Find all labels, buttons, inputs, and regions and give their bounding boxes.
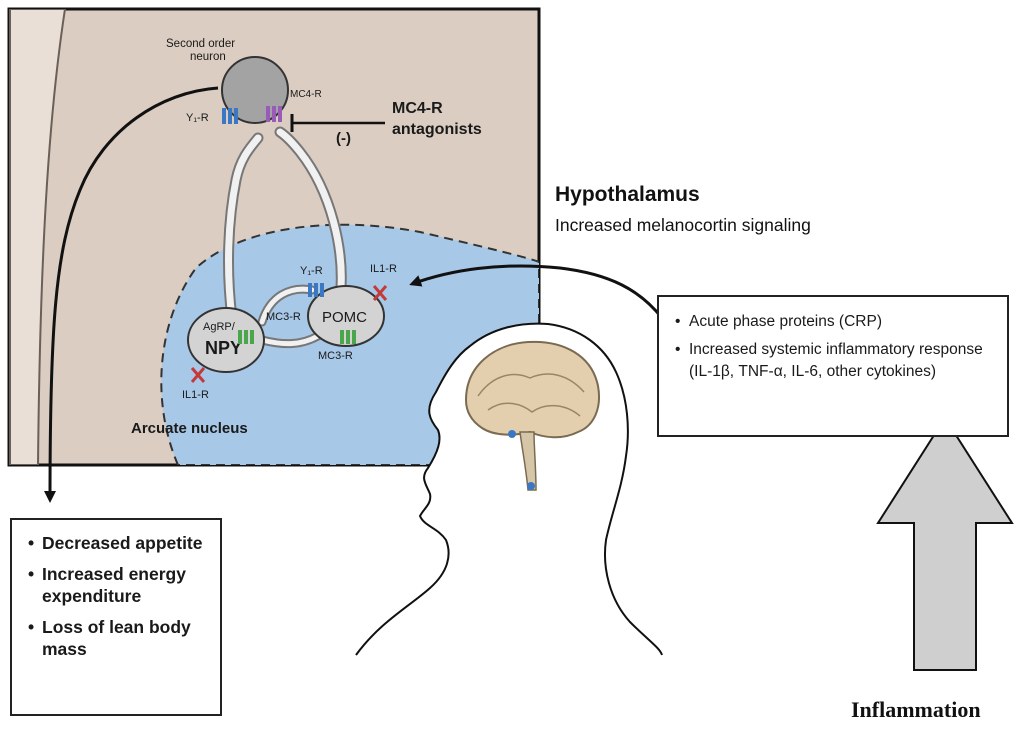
hypothalamus-panel: Second order neuron Y₁-R MC4-R (-) MC4-R…	[7, 7, 541, 467]
inflammation-markers-box: Acute phase proteins (CRP) Increased sys…	[657, 295, 1009, 437]
mc3-receptor-left-icon	[238, 330, 254, 344]
effects-box: Decreased appetite Increased energy expe…	[10, 518, 222, 716]
ventricle-wall	[9, 9, 67, 465]
output-arrow	[44, 86, 219, 503]
il1-receptor-pomc-label: IL1-R	[370, 263, 397, 275]
hypothalamus-title: Hypothalamus	[555, 183, 700, 206]
y1-receptor-pomc-label: Y₁-R	[300, 265, 323, 277]
inflammation-item: Increased systemic inflammatory response…	[673, 339, 997, 383]
axon-pomc-core	[276, 128, 345, 304]
mc4r-antagonists-label-line2: antagonists	[392, 121, 482, 138]
pomc-neuron	[307, 285, 385, 347]
y1-receptor-pomc-icon	[308, 283, 324, 297]
mc3-receptor-bottom-label: MC3-R	[318, 350, 353, 362]
brainstem-marker	[527, 482, 535, 490]
y1-receptor-icon	[222, 108, 238, 124]
effect-item: Increased energy expenditure	[26, 563, 210, 607]
inhibition-sign: (-)	[336, 130, 351, 147]
mc4-receptor-icon	[266, 106, 282, 122]
y1-receptor-label: Y₁-R	[186, 112, 209, 124]
hypothalamus-marker	[508, 430, 516, 438]
axon-npy-to-pomc-core	[259, 286, 315, 325]
il1-receptor-npy-icon	[190, 367, 206, 383]
pomc-label: POMC	[322, 309, 367, 326]
agrp-npy-neuron	[187, 307, 265, 373]
head-silhouette	[355, 322, 663, 656]
inflammation-up-arrow	[876, 416, 1014, 671]
npy-label: NPY	[205, 338, 242, 358]
inflammation-label: Inflammation	[851, 697, 981, 722]
mc3-receptor-left-label: MC3-R	[266, 311, 301, 323]
effect-item: Decreased appetite	[26, 532, 210, 554]
second-order-neuron	[221, 56, 289, 124]
mc4r-antagonists-label-line1: MC4-R	[392, 100, 443, 117]
axon-pomc-to-npy-core	[259, 333, 321, 347]
agrp-label: AgRP/	[203, 321, 236, 333]
mc3-receptor-bottom-icon	[340, 330, 356, 344]
il1-receptor-npy-label: IL1-R	[182, 389, 209, 401]
second-order-neuron-label-line1: Second order	[166, 38, 235, 50]
axon-npy-core	[225, 134, 262, 322]
il1-receptor-pomc-icon	[372, 285, 388, 301]
inflammation-item: Acute phase proteins (CRP)	[673, 311, 997, 333]
arcuate-nucleus-label: Arcuate nucleus	[131, 420, 248, 437]
brainstem	[519, 431, 537, 491]
brain-folds	[477, 373, 585, 417]
brain-icon	[464, 340, 600, 439]
effect-item: Loss of lean body mass	[26, 616, 210, 660]
inflammation-signal-arrow	[409, 264, 664, 319]
mc4-receptor-label: MC4-R	[290, 89, 322, 100]
second-order-neuron-label-line2: neuron	[190, 51, 226, 63]
hypothalamus-subtitle: Increased melanocortin signaling	[555, 215, 811, 235]
